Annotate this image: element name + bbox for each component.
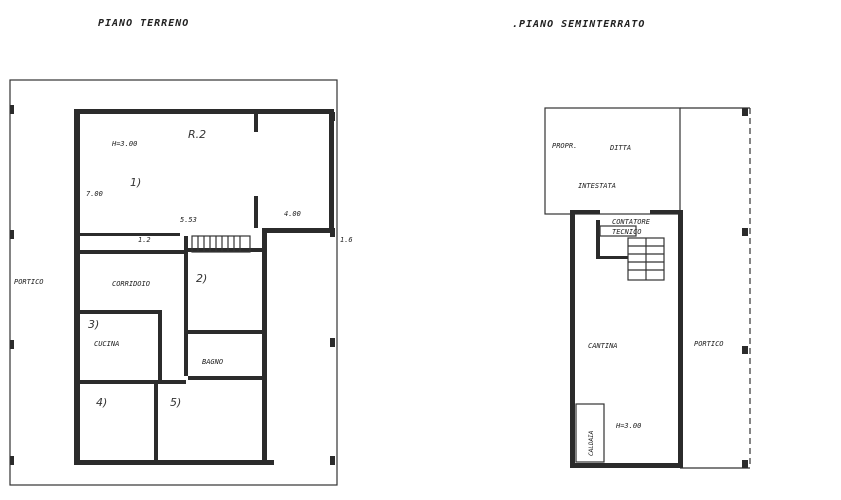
room-4-label: 4) — [96, 396, 107, 409]
column-mark — [742, 346, 748, 354]
bagno-label: BAGNO — [202, 358, 223, 366]
dim-stair-label: 1.2 — [138, 236, 151, 244]
partition — [188, 376, 262, 380]
partition — [154, 380, 158, 465]
contatore-label: CONTATORE — [612, 218, 651, 226]
ground-height-label: H=3.00 — [111, 140, 137, 148]
column-mark — [10, 105, 14, 114]
column-mark — [742, 228, 748, 236]
room-5-label: 5) — [170, 396, 181, 409]
caldaia-label: CALDAIA — [588, 430, 595, 456]
dim-edge-label: 1.6 — [340, 236, 353, 244]
ground-portico-label: PORTICO — [14, 278, 44, 286]
ground-west-wall — [74, 109, 80, 465]
basement-north-wall — [570, 210, 600, 214]
basement-plan: PROPR. DITTA INTESTATA CONTATORE TECNICO… — [544, 107, 751, 469]
dim-length-label: 5.53 — [180, 216, 197, 224]
partition — [596, 220, 600, 258]
ground-south-wall — [74, 460, 274, 465]
column-mark — [742, 460, 748, 468]
ditta-label: DITTA — [609, 144, 631, 152]
partition — [80, 233, 180, 236]
basement-upper-block — [544, 107, 681, 215]
room-3-label: 3) — [88, 318, 99, 331]
tecnico-label: TECNICO — [612, 228, 642, 236]
partition — [188, 248, 262, 252]
column-mark — [742, 108, 748, 116]
basement-east-wall — [678, 214, 683, 468]
basement-height-label: H=3.00 — [615, 422, 641, 430]
basement-south-wall — [570, 463, 683, 468]
dim-side-label: 7.00 — [86, 190, 103, 198]
partition — [254, 114, 258, 132]
ground-east-wall-lower — [262, 228, 267, 465]
cucina-label: CUCINA — [94, 340, 119, 348]
ground-floor-plan: PORTICO R.2 H=3.00 1) 5.53 4.00 7.00 1.2… — [9, 79, 353, 486]
intestata-label: INTESTATA — [578, 182, 616, 190]
room-r2-label: R.2 — [188, 128, 206, 141]
room-2-label: 2) — [196, 272, 207, 285]
partition — [184, 236, 188, 376]
partition — [188, 330, 262, 334]
partition — [158, 310, 162, 382]
corridoio-label: CORRIDOIO — [112, 280, 150, 288]
ground-portico-outline — [9, 79, 338, 486]
basement-north-wall — [650, 210, 683, 214]
partition — [80, 250, 184, 254]
basement-portico-label: PORTICO — [694, 340, 724, 348]
ground-step-wall — [262, 228, 334, 233]
ground-east-wall-upper — [329, 109, 334, 229]
partition — [596, 256, 628, 259]
contatore-box — [599, 225, 637, 237]
propr-label: PROPR. — [552, 142, 577, 150]
ground-staircase — [191, 235, 251, 253]
column-mark — [10, 340, 14, 349]
caldaia-box — [575, 403, 605, 463]
partition — [80, 310, 162, 314]
ground-floor-title: PIANO TERRENO — [98, 18, 189, 29]
partition — [254, 196, 258, 228]
column-mark — [330, 456, 335, 465]
column-mark — [330, 338, 335, 347]
room-1-label: 1) — [130, 176, 141, 189]
partition — [80, 380, 186, 384]
column-mark — [10, 456, 14, 465]
ground-north-wall — [74, 109, 334, 114]
basement-title: .PIANO SEMINTERRATO — [512, 19, 645, 30]
cantina-label: CANTINA — [588, 342, 618, 350]
column-mark — [10, 230, 14, 239]
basement-west-wall — [570, 214, 575, 468]
dim-width-label: 4.00 — [284, 210, 301, 218]
